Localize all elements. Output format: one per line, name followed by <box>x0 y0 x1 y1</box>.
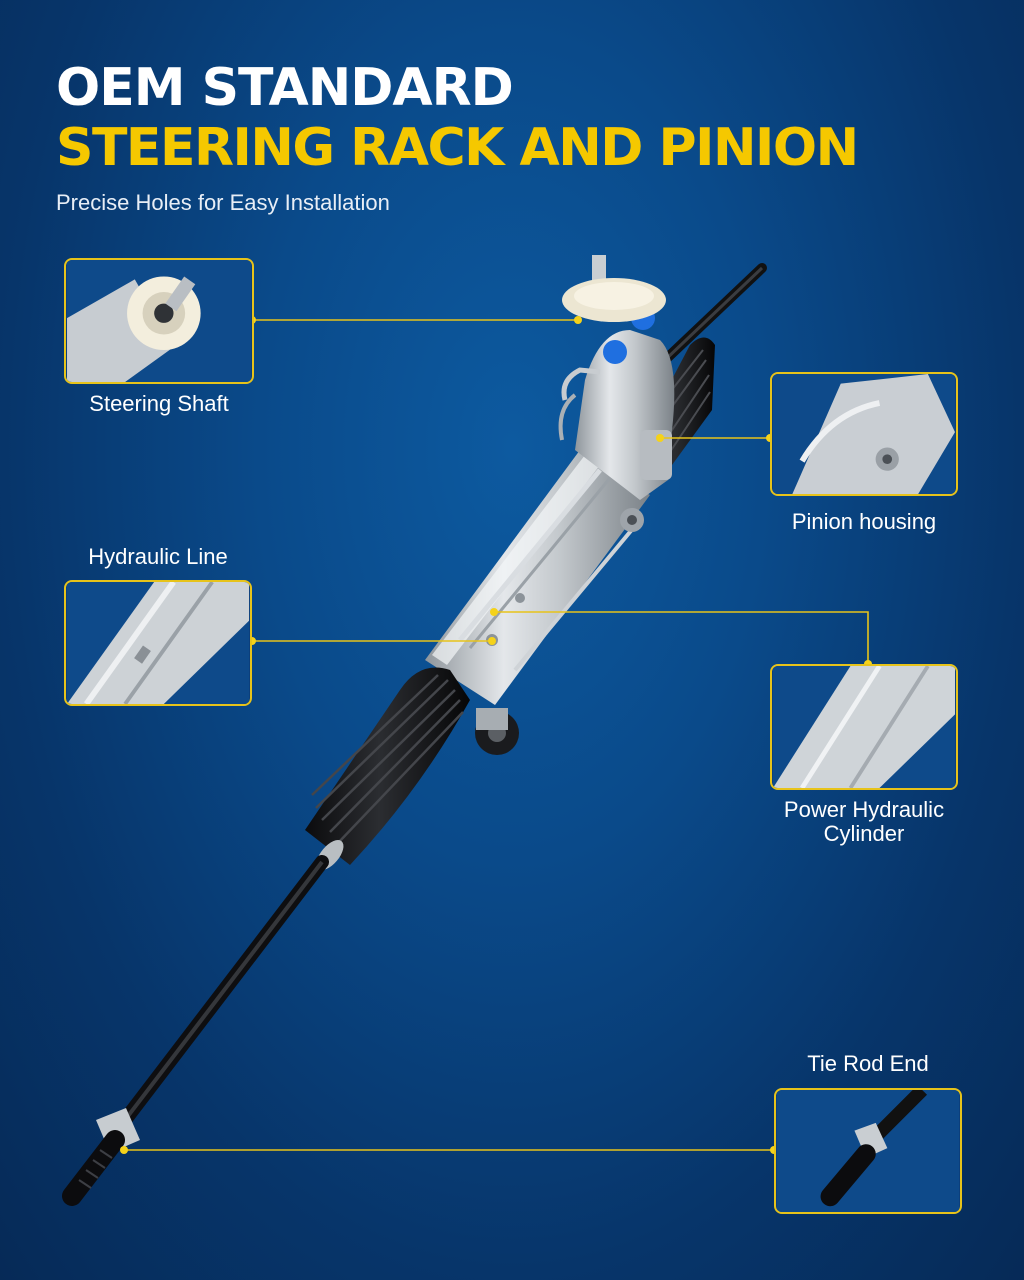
callout-lines <box>124 319 869 1151</box>
lower-tie-rod <box>62 855 329 1206</box>
zoom-pinion-housing <box>770 372 958 496</box>
headline-steering-rack: STEERING RACK AND PINION <box>56 118 859 178</box>
label-steering-shaft: Steering Shaft <box>89 391 229 416</box>
steering-shaft-detail <box>67 260 251 382</box>
pinion-valve-body <box>558 255 675 532</box>
pinion-housing-detail <box>773 374 955 494</box>
label-tie-rod-end: Tie Rod End <box>807 1051 929 1076</box>
upper-tie-rod <box>660 263 767 365</box>
subtitle: Precise Holes for Easy Installation <box>56 190 390 215</box>
tie-rod-end-detail <box>776 1090 960 1212</box>
label-power-cylinder: Power Hydraulic Cylinder <box>764 798 964 846</box>
zoom-tie-rod-end <box>774 1088 962 1214</box>
blue-plug-lower <box>603 340 627 364</box>
mount-bushing <box>475 708 519 755</box>
zoom-hydraulic-line <box>64 580 252 706</box>
zoom-steering-shaft <box>64 258 254 384</box>
rack-housing-tube <box>425 450 650 705</box>
label-power-cylinder-line1: Power Hydraulic <box>783 797 945 822</box>
headline-oem-standard: OEM STANDARD <box>56 58 514 118</box>
label-hydraulic-line: Hydraulic Line <box>88 544 228 569</box>
label-pinion-housing: Pinion housing <box>791 509 937 534</box>
label-power-cylinder-line2: Cylinder <box>823 821 905 846</box>
zoom-power-cylinder <box>770 664 958 790</box>
lower-boot <box>305 667 470 870</box>
hydraulic-line-detail <box>66 582 250 704</box>
power-cylinder-detail <box>772 666 956 788</box>
